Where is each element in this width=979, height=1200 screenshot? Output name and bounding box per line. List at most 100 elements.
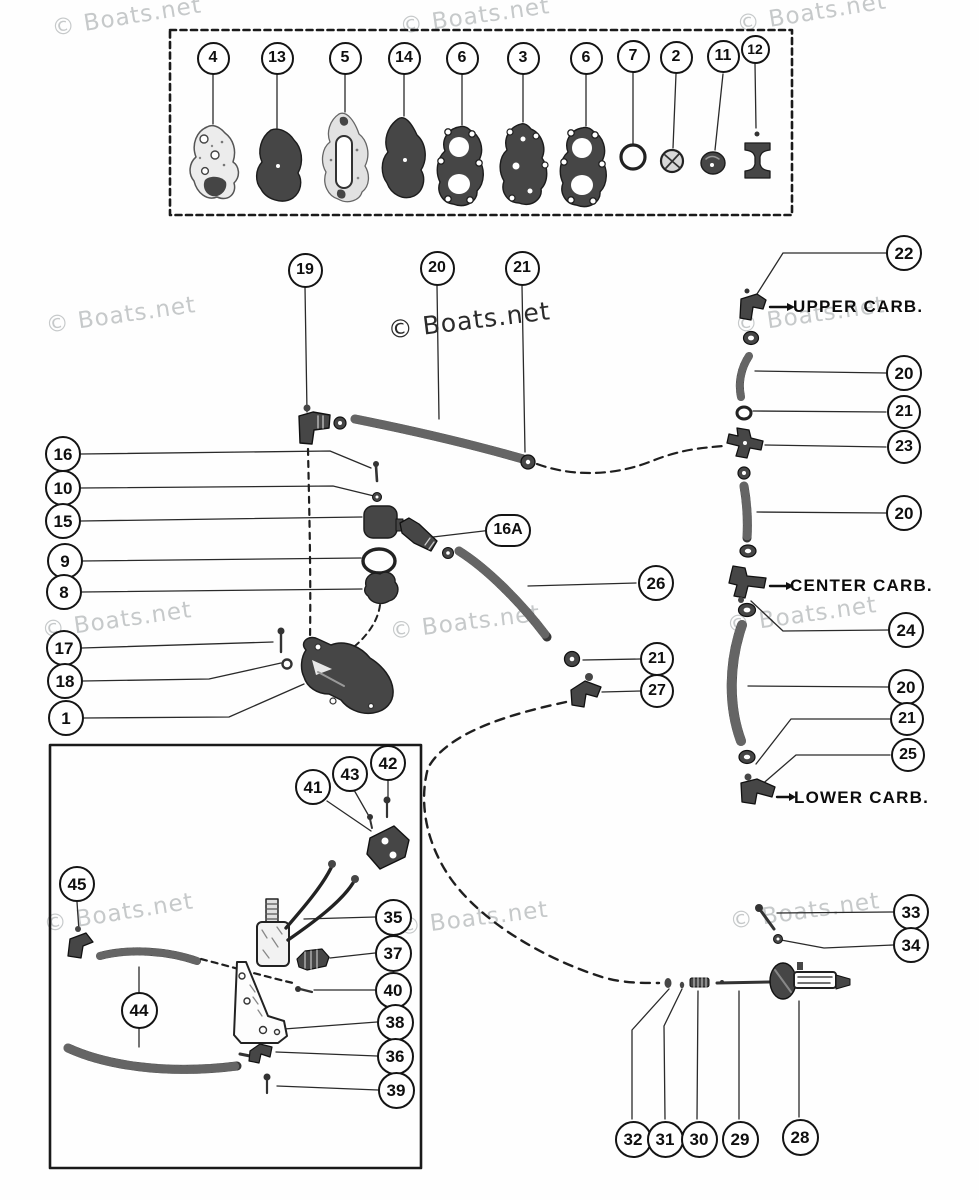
- callout-10: 10: [45, 470, 81, 506]
- ring-fitting-center-top: [739, 544, 757, 558]
- center-carb-arrow: [768, 582, 794, 590]
- callout-20: 20: [886, 355, 922, 391]
- bullet-32: [664, 978, 672, 988]
- callout-38: 38: [376, 1003, 414, 1041]
- fuel-connector-group: [631, 904, 894, 1120]
- callout-7: 7: [616, 39, 650, 73]
- upper-carb-label: UPPER CARB.: [793, 297, 924, 316]
- screw-33: [755, 904, 776, 931]
- hose-20-lower: [726, 620, 747, 746]
- spool-12: [744, 131, 771, 179]
- hose-clamp-21b: [563, 650, 581, 668]
- connector-37: [296, 948, 330, 971]
- callout-44: 44: [120, 991, 158, 1029]
- tee-fitting-23: [726, 427, 764, 459]
- fuel-hose-44a: [96, 947, 201, 965]
- elbow-fitting-27: [570, 673, 602, 708]
- callout-20: 20: [419, 250, 455, 286]
- callout-3: 3: [506, 41, 540, 75]
- callout-5: 5: [328, 41, 362, 75]
- screw-39: [263, 1073, 271, 1095]
- washer-34: [773, 934, 783, 944]
- callout-21: 21: [890, 702, 924, 736]
- callout-24: 24: [888, 612, 924, 648]
- fitting-16A: [395, 517, 454, 559]
- fuel-pump-assembly: [80, 285, 725, 719]
- hose-clamp-21: [520, 454, 536, 470]
- callout-6: 6: [445, 41, 479, 75]
- tee-fitting-center: [728, 565, 767, 603]
- top-parts-box: [168, 28, 794, 217]
- leader-lines-top: [212, 63, 757, 151]
- callout-19: 19: [287, 252, 323, 288]
- ring-fitting-lower: [738, 749, 756, 765]
- filter-element-8: [363, 571, 399, 605]
- callout-26: 26: [638, 565, 674, 601]
- callout-45: 45: [59, 866, 95, 902]
- lower-carb-label: LOWER CARB.: [794, 788, 930, 807]
- callout-16A: 16A: [485, 513, 531, 547]
- callout-42: 42: [370, 745, 406, 781]
- dashed-filter-line: [349, 604, 381, 651]
- elbow-fitting-19: [298, 404, 331, 445]
- callout-25: 25: [891, 738, 925, 772]
- callout-41: 41: [295, 769, 331, 805]
- fitting-36: [238, 1043, 273, 1064]
- callout-15: 15: [45, 503, 81, 539]
- gasket-6b: [559, 126, 607, 208]
- check-valve-2: [659, 148, 685, 174]
- screw-40: [295, 986, 314, 994]
- leader-lines-box: [76, 779, 389, 1091]
- callout-39: 39: [377, 1071, 415, 1109]
- carburetor-line-column: [726, 252, 891, 805]
- callout-21: 21: [504, 250, 540, 286]
- callout-13: 13: [260, 41, 294, 75]
- callout-14: 14: [387, 41, 421, 75]
- gasket-4: [189, 124, 240, 200]
- callout-21: 21: [640, 642, 674, 676]
- pin-31: [679, 981, 685, 989]
- screw-42: [383, 796, 391, 819]
- fuel-hose-20: [350, 414, 528, 464]
- solenoid-35: [256, 860, 359, 967]
- callout-43: 43: [332, 756, 368, 792]
- callout-30: 30: [680, 1120, 718, 1158]
- callout-16: 16: [45, 436, 81, 472]
- terminal-block-41: [366, 825, 410, 870]
- callout-4: 4: [196, 41, 230, 75]
- callout-31: 31: [646, 1120, 684, 1158]
- screw-43: [367, 814, 373, 829]
- ring-fitting: [333, 416, 347, 430]
- hose-20-middle: [739, 481, 752, 543]
- callout-23: 23: [887, 430, 921, 464]
- callout-1: 1: [48, 700, 84, 736]
- o-ring-7: [619, 143, 647, 171]
- ring-fitting-upper: [742, 330, 760, 346]
- nut-fitting: [737, 466, 751, 480]
- fuel-hose-44b: [63, 1043, 242, 1074]
- dashed-mount-line: [306, 447, 312, 642]
- callout-2: 2: [659, 40, 693, 74]
- dashed-routing-curve: [422, 700, 661, 985]
- gasket-14: [381, 117, 426, 199]
- callout-29: 29: [721, 1120, 759, 1158]
- callout-11: 11: [706, 39, 740, 73]
- elbow-fitting-45: [67, 926, 94, 959]
- fuel-hose-26: [454, 546, 552, 642]
- gasket-3: [499, 122, 549, 206]
- callout-34: 34: [893, 927, 929, 963]
- callout-37: 37: [374, 934, 412, 972]
- fuel-pump-body-1: [300, 636, 394, 715]
- lower-carb-arrow: [775, 793, 796, 801]
- callout-17: 17: [46, 630, 82, 666]
- dashed-fuel-line-right: [535, 444, 725, 475]
- callout-32: 32: [614, 1120, 652, 1158]
- elbow-fitting-25: [740, 773, 776, 805]
- gasket-13: [255, 128, 303, 202]
- leader-lines-right: [747, 252, 891, 788]
- screw-16: [373, 461, 379, 483]
- leader-lines-center: [80, 285, 642, 719]
- elbow-fitting-22: [739, 288, 767, 321]
